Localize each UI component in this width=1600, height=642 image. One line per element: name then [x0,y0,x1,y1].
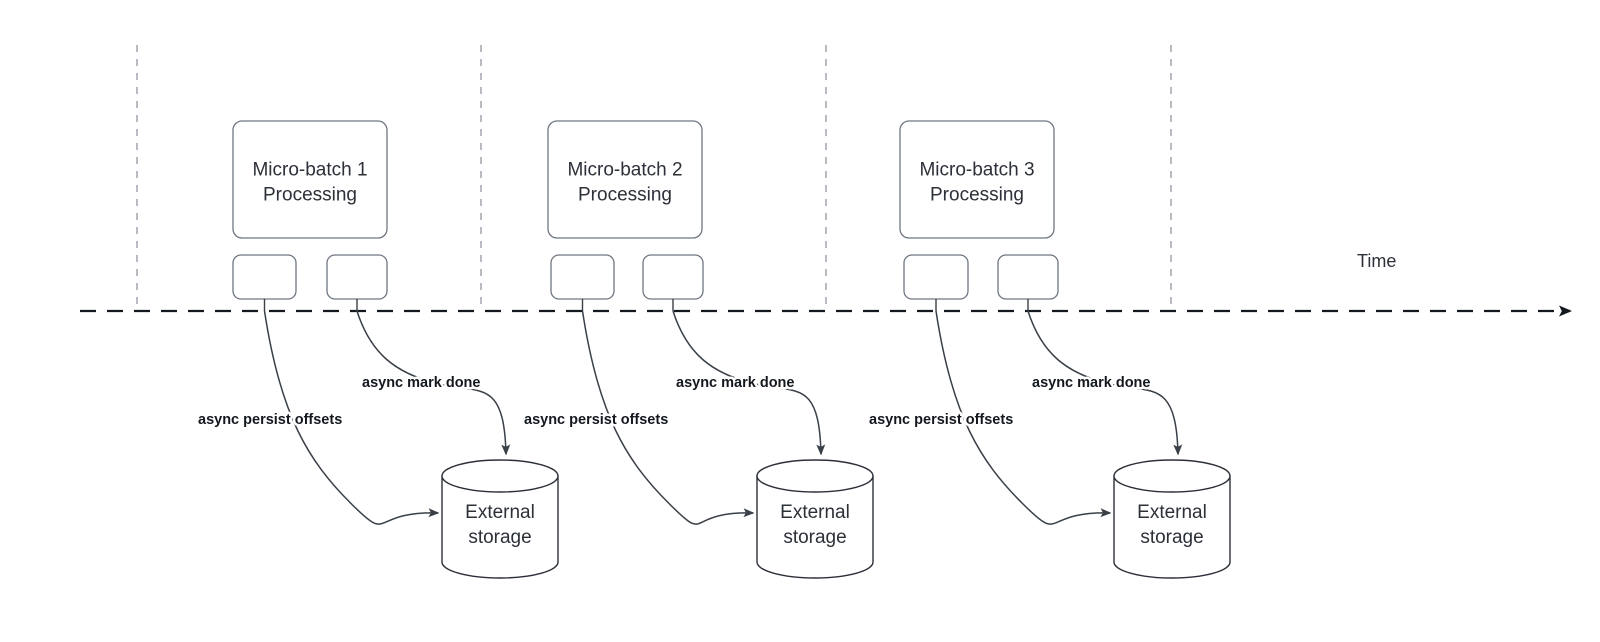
persist-2-curve [581,310,755,525]
task-2a-box[interactable] [550,254,615,300]
markdone-2-label: async mark done [676,375,794,391]
group-1-storage-cylinder-body[interactable] [441,475,559,579]
group-2-batch-label-line1: Micro-batch 2 [567,160,682,181]
time-axis-label: Time [1357,251,1396,271]
group-1-batch-box[interactable] [232,120,388,239]
markdone-1-label: async mark done [362,375,480,391]
group-3-storage-label-line1: External [1137,502,1207,523]
markdone-3-label: async mark done [1032,375,1150,391]
persist-1-curve [263,310,440,525]
group-3-storage-cylinder-top [1113,459,1231,493]
group-3-batch-label-line1: Micro-batch 3 [919,160,1034,181]
markdone-3-curve [1027,310,1183,456]
group-1-batch-label-line2: Processing [263,185,357,206]
persist-1-label-halo: async persist offsets [198,412,342,428]
task-1a-box[interactable] [232,254,297,300]
markdone-2-curve [672,310,826,456]
group-2-storage-label-line1: External [780,502,850,523]
group-3-batch-box[interactable] [899,120,1055,239]
group-2-batch-label-line2: Processing [578,185,672,206]
group-1-storage-label-line1: External [465,502,535,523]
group-1-batch-label-line1: Micro-batch 1 [252,160,367,181]
group-2-storage-label-line2: storage [783,527,846,548]
markdone-3-label-halo: async mark done [1032,375,1150,391]
task-3b-box[interactable] [997,254,1059,300]
task-3a-box[interactable] [903,254,969,300]
group-1-storage-cylinder-top [441,459,559,493]
task-1b-box[interactable] [326,254,388,300]
group-3-batch-label-line2: Processing [930,185,1024,206]
persist-3-label-halo: async persist offsets [869,412,1013,428]
group-2-storage-cylinder-body[interactable] [756,475,874,579]
markdone-1-curve [356,310,511,456]
group-2-storage-cylinder-top [756,459,874,493]
markdone-2-label-halo: async mark done [676,375,794,391]
persist-1-label: async persist offsets [198,412,342,428]
markdone-1-label-halo: async mark done [362,375,480,391]
persist-2-label: async persist offsets [524,412,668,428]
group-2-batch-box[interactable] [547,120,703,239]
group-3-storage-cylinder-body[interactable] [1113,475,1231,579]
persist-3-label: async persist offsets [869,412,1013,428]
group-3-storage-label-line2: storage [1140,527,1203,548]
persist-2-label-halo: async persist offsets [524,412,668,428]
task-2b-box[interactable] [642,254,704,300]
group-1-storage-label-line2: storage [468,527,531,548]
timeline-tick-group [136,45,1172,311]
persist-3-curve [935,310,1112,525]
